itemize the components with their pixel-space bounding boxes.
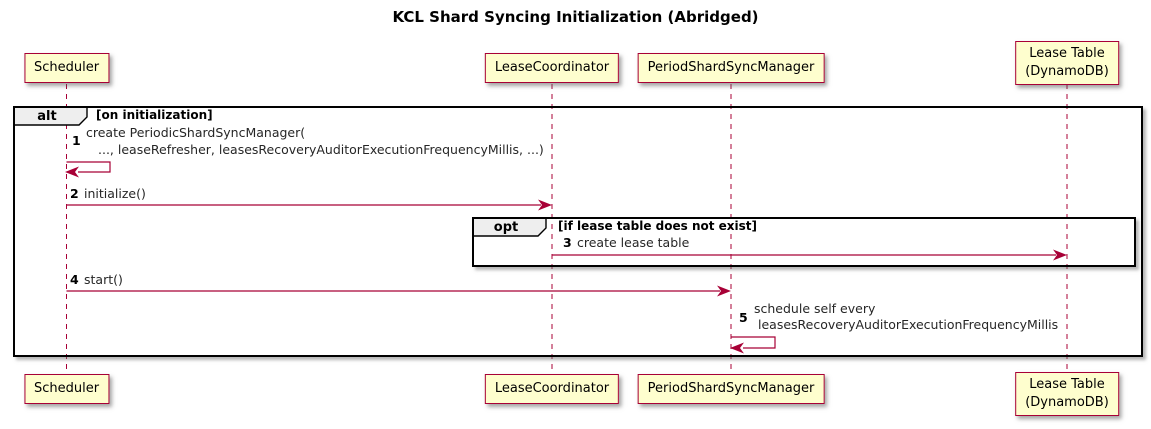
- participant-scheduler-top: Scheduler: [23, 53, 110, 84]
- participant-label: LeaseCoordinator: [494, 60, 610, 75]
- message-4-number: 4: [70, 272, 79, 287]
- participant-lease-table-bottom: Lease Table (DynamoDB): [1015, 372, 1119, 417]
- message-1-self-arrow: [66, 161, 111, 173]
- alt-condition: [on initialization]: [96, 108, 213, 122]
- message-1-text-line1: create PeriodicShardSyncManager(: [86, 125, 306, 140]
- message-5-number: 5: [739, 310, 748, 325]
- participant-label: Scheduler: [33, 60, 100, 75]
- message-2-number: 2: [70, 186, 79, 201]
- participant-label: Scheduler: [33, 381, 100, 396]
- message-5-arrowhead-icon: [730, 342, 744, 354]
- opt-frame: [472, 217, 1136, 267]
- message-3-arrowhead-icon: [1053, 249, 1067, 261]
- message-3-number: 3: [563, 235, 572, 250]
- opt-operator-label: opt: [493, 220, 519, 235]
- participant-period-shard-sync-manager-bottom: PeriodShardSyncManager: [637, 374, 825, 405]
- message-5-text-line1: schedule self every: [754, 301, 876, 316]
- message-2-arrowhead-icon: [538, 199, 552, 211]
- participant-label: Lease Table: [1029, 377, 1105, 392]
- participant-label: Lease Table: [1029, 46, 1105, 61]
- alt-frame: [13, 106, 1143, 357]
- participant-period-shard-sync-manager-top: PeriodShardSyncManager: [637, 53, 825, 84]
- message-2-text: initialize(): [84, 186, 146, 201]
- message-5-text-line2: leasesRecoveryAuditorExecutionFrequencyM…: [758, 317, 1059, 332]
- participant-lease-coordinator-top: LeaseCoordinator: [484, 53, 620, 84]
- alt-operator-label: alt: [37, 109, 57, 124]
- participant-label: PeriodShardSyncManager: [647, 60, 815, 75]
- participant-label: PeriodShardSyncManager: [647, 381, 815, 396]
- message-1-arrowhead-icon: [65, 166, 79, 178]
- participant-lease-coordinator-bottom: LeaseCoordinator: [484, 374, 620, 405]
- message-4-text: start(): [84, 272, 123, 287]
- participant-label: (DynamoDB): [1025, 64, 1109, 80]
- opt-condition: [if lease table does not exist]: [558, 219, 758, 233]
- message-4-arrowhead-icon: [717, 285, 731, 297]
- participant-label: (DynamoDB): [1025, 395, 1109, 411]
- message-5-self-arrow: [731, 336, 776, 349]
- message-3-text: create lease table: [577, 235, 690, 250]
- message-1-number: 1: [72, 133, 81, 148]
- participant-lease-table-top: Lease Table (DynamoDB): [1015, 41, 1119, 86]
- message-1-text-line2: ..., leaseRefresher, leasesRecoveryAudit…: [98, 142, 544, 157]
- participant-scheduler-bottom: Scheduler: [23, 374, 110, 405]
- participant-label: LeaseCoordinator: [494, 381, 610, 396]
- diagram-title: KCL Shard Syncing Initialization (Abridg…: [392, 8, 759, 26]
